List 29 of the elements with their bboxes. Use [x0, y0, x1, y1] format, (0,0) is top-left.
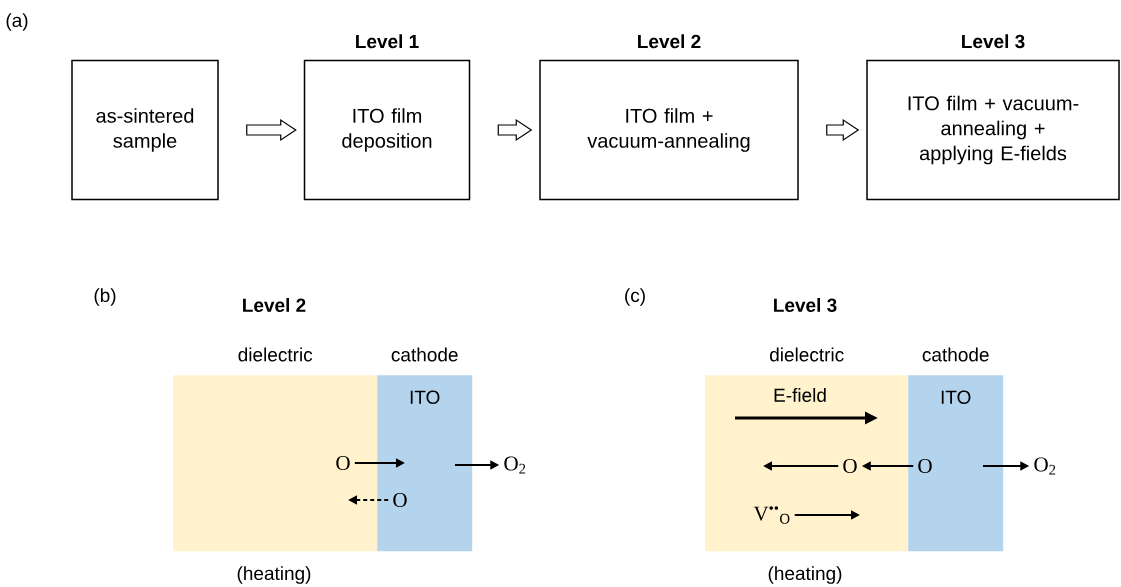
layer-heading: cathode — [391, 347, 458, 362]
panel-label: (c) — [625, 288, 645, 306]
species-label: O$_{2}$ — [504, 456, 526, 474]
level-heading: Level 3 — [962, 34, 1025, 49]
panel-heading: Level 2 — [243, 298, 306, 312]
panel-label: (b) — [94, 288, 116, 306]
panel-label: (a) — [6, 13, 28, 31]
process-box: ITO film + vacuum-annealing — [539, 59, 799, 201]
condition-label: (heating) — [237, 566, 311, 584]
condition-label: (heating) — [768, 566, 842, 584]
block-arrow — [246, 118, 297, 142]
layer-heading: cathode — [922, 347, 989, 362]
layer-heading: dielectric — [238, 347, 313, 362]
block-arrow — [826, 118, 860, 142]
layer-heading: dielectric — [770, 347, 844, 362]
panel-heading: Level 3 — [774, 298, 837, 312]
level-heading: Level 2 — [638, 34, 701, 49]
block-arrow — [497, 118, 533, 142]
species-label: O — [336, 455, 350, 471]
species-label: O$_{2}$ — [1034, 457, 1056, 475]
process-box: ITO film + vacuum-annealing + applying E-fields — [866, 59, 1120, 201]
species-label: O — [843, 458, 857, 474]
process-box: ITO film deposition — [303, 59, 471, 201]
species-label: O — [393, 492, 407, 508]
field-label: E-field — [774, 388, 826, 402]
species-label: O — [918, 458, 932, 474]
level-heading: Level 1 — [356, 34, 419, 49]
process-box: as-sintered sample — [71, 59, 219, 201]
species-label: V$^{••}$O — [753, 506, 790, 524]
